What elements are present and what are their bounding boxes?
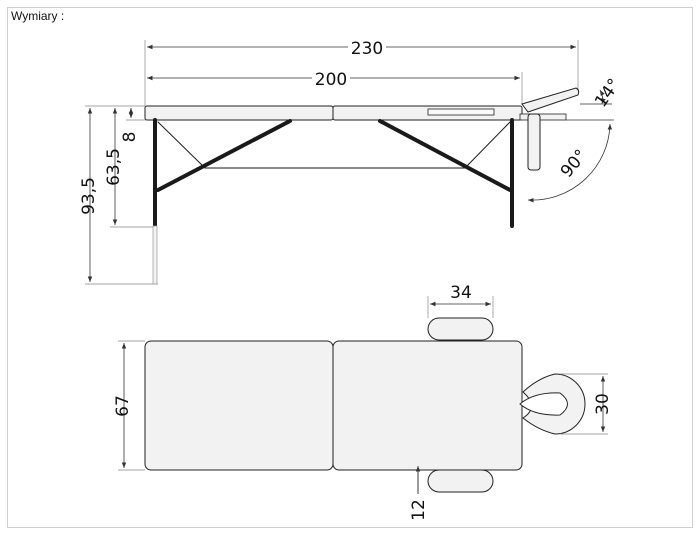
dim-armrest-width: 34 [450,283,472,303]
dim-top-thickness: 8 [120,132,140,143]
table-section-right [332,340,523,471]
armrest-bottom [427,469,494,493]
dim-armrest-depth: 12 [409,499,429,521]
angle-14-marker [580,89,612,105]
dim-bg-200 [312,69,350,87]
dim-headrest-angle: 14° [591,75,625,111]
tabletop-side [144,105,523,121]
dim-total-length: 230 [351,39,383,59]
face-cradle-support [527,113,541,171]
dim-max-height: 93,5 [79,177,99,215]
dim-bg-230 [348,38,386,56]
leg-extension [152,225,158,285]
leg-frame [153,118,514,228]
dim-table-width: 67 [113,395,133,417]
table-section-left [144,340,334,471]
armrest-top [427,317,494,341]
angle-90-marker [527,119,614,203]
side-view: 230 200 93,5 63,5 8 14° 90° [79,38,625,285]
extension-lines [85,40,579,285]
dim-min-height: 63,5 [104,148,124,186]
face-cradle-opening [519,392,568,416]
dim-face-cradle-width: 30 [593,393,613,415]
diagram-frame [7,7,693,528]
dim-table-length: 200 [315,70,347,90]
top-dimension-lines [121,301,606,494]
carry-handle [427,108,495,116]
top-extension-lines [118,296,608,471]
caption: Wymiary : [11,9,65,23]
top-view: 34 67 30 12 [113,283,613,521]
dimension-lines-vertical [87,108,134,282]
dim-face-angle: 90° [557,146,592,182]
